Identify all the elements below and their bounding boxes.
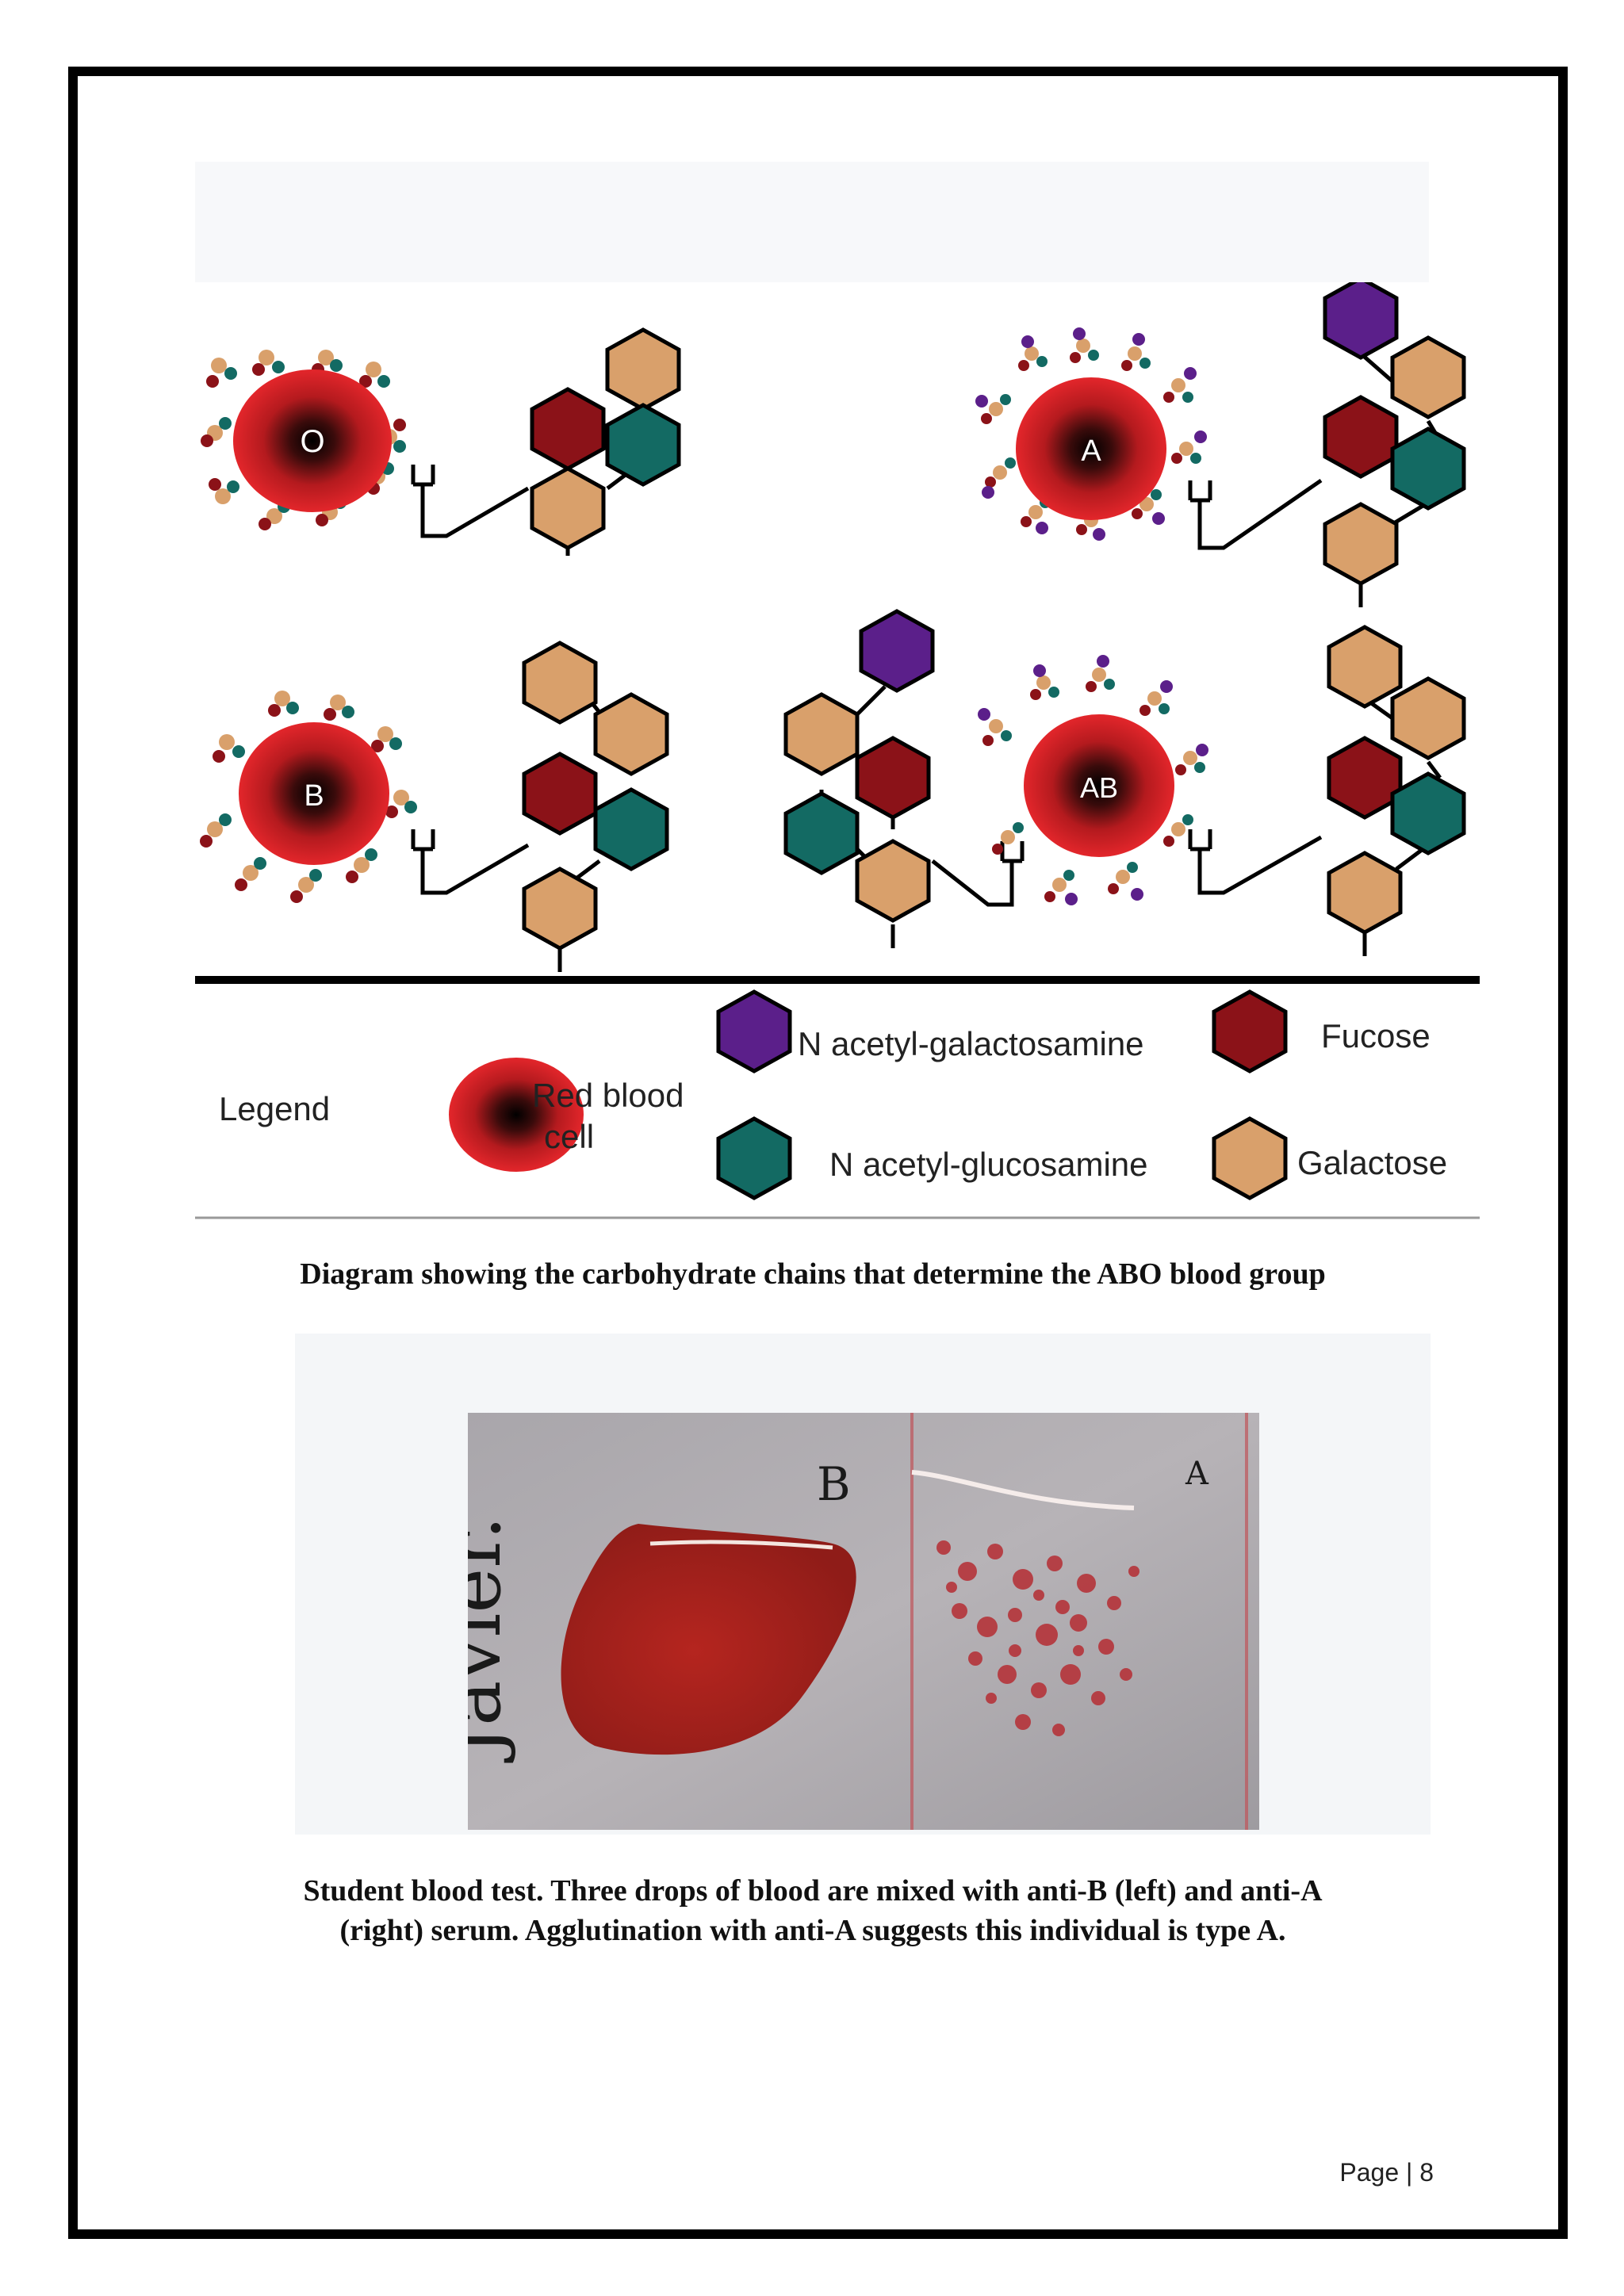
cell-b: B [200, 641, 669, 972]
diagram-caption: Diagram showing the carbohydrate chains … [300, 1257, 1326, 1291]
legend-fucose-label: Fucose [1321, 1017, 1431, 1054]
cell-ab-antigens [978, 655, 1208, 905]
legend-rbc-label-1: Red blood [532, 1077, 684, 1114]
drop-anti-a-agglutinated [936, 1540, 1139, 1736]
cell-o: O [201, 327, 681, 556]
drop-anti-b-smooth [561, 1524, 856, 1755]
legend-fucose-swatch [1212, 989, 1288, 1073]
cell-ab-left-chain [783, 609, 935, 948]
legend-galactose-label: Galactose [1297, 1144, 1447, 1181]
slide-label-left: B [817, 1457, 851, 1511]
cell-a: A [975, 282, 1466, 607]
legend-nagal-swatch [716, 989, 792, 1073]
cell-o-chain [530, 327, 681, 556]
slide-label-right: A [1185, 1456, 1209, 1492]
legend-naglu-label: N acetyl-glucosamine [829, 1146, 1148, 1183]
page-border [68, 67, 1568, 2239]
photo-caption-line-1: Student blood test. Three drops of blood… [303, 1874, 1323, 1908]
blood-test-photo: Javier. B A [468, 1413, 1259, 1830]
photo-caption-line-2: (right) serum. Agglutination with anti-A… [339, 1914, 1286, 1947]
cell-ab-right-chain [1327, 625, 1466, 956]
cell-o-label: O [300, 424, 324, 459]
cell-a-antigens [975, 327, 1207, 541]
legend-title: Legend [219, 1090, 330, 1127]
legend-rbc-swatch [449, 1058, 584, 1172]
legend-galactose-swatch [1212, 1116, 1288, 1200]
legend-naglu-swatch [716, 1116, 792, 1200]
diagram-top-band [195, 162, 1429, 282]
handwritten-name: Javier. [468, 1516, 518, 1763]
cell-b-label: B [304, 779, 324, 813]
legend-nagal-label: N acetyl-galactosamine [798, 1025, 1144, 1062]
cell-ab-label: AB [1080, 771, 1118, 804]
cell-a-label: A [1081, 434, 1101, 468]
abo-diagram: O A [195, 282, 1480, 1219]
slide-glare [911, 1470, 1135, 1510]
legend: Legend Red blood cell N acetyl-galactosa… [219, 989, 1447, 1200]
cell-b-antigens [200, 691, 417, 903]
photo-caption: Student blood test. Three drops of blood… [238, 1871, 1388, 1950]
page-number: Page | 8 [1339, 2158, 1434, 2187]
cell-b-chain [522, 641, 669, 972]
cell-a-chain [1323, 282, 1466, 607]
cell-ab: AB [783, 609, 1466, 956]
legend-rbc-label-2: cell [544, 1118, 594, 1155]
